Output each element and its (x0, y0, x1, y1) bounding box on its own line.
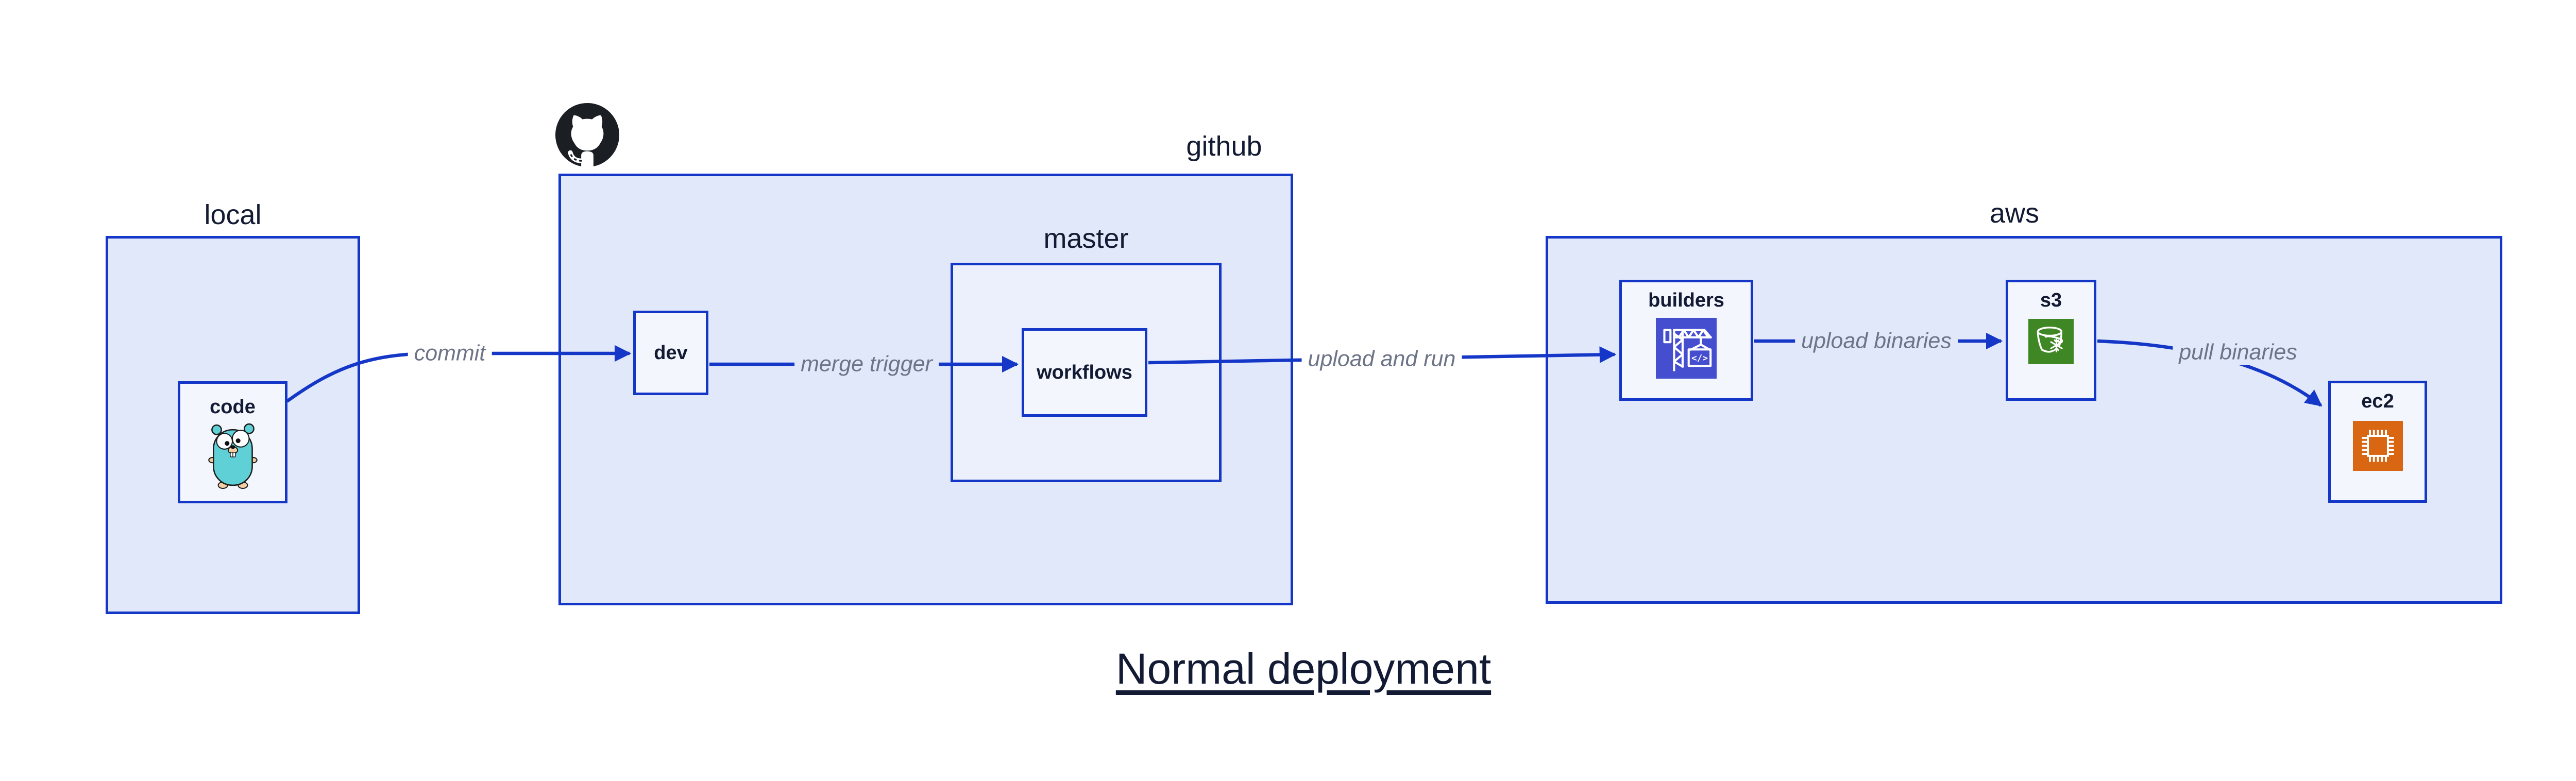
aws-ec2-chip-icon (2352, 421, 2403, 471)
aws-s3-glacier-bucket-icon (2028, 319, 2074, 364)
edge-label-merge-trigger: merge trigger (794, 351, 939, 377)
node-builders: builders </> (1619, 280, 1753, 401)
ec2-label: ec2 (2361, 390, 2394, 412)
diagram-title: Normal deployment (1115, 644, 1492, 693)
s3-label: s3 (2040, 290, 2062, 311)
edge-label-pull-binaries: pull binaries (2173, 339, 2303, 365)
group-github-label: github (1186, 131, 1262, 162)
edge-label-upload-and-run: upload and run (1301, 346, 1462, 372)
aws-codebuild-icon: </> (1656, 318, 1717, 379)
code-label: code (210, 396, 256, 418)
node-dev: dev (633, 311, 708, 395)
node-code: code (178, 381, 287, 503)
edge-label-commit: commit (408, 341, 492, 366)
dev-label: dev (654, 342, 688, 364)
go-gopher-icon (208, 423, 258, 489)
node-s3: s3 (2006, 280, 2096, 401)
svg-text:</>: </> (1691, 353, 1708, 364)
builders-label: builders (1648, 290, 1724, 311)
node-ec2: ec2 (2328, 381, 2427, 503)
edge-label-upload-binaries: upload binaries (1795, 328, 1958, 354)
workflows-label: workflows (1037, 361, 1132, 383)
group-local-label: local (204, 199, 262, 230)
group-aws-label: aws (1989, 198, 2040, 229)
group-master-label: master (1043, 223, 1129, 254)
node-workflows: workflows (1022, 328, 1147, 417)
github-octocat-icon (555, 103, 620, 167)
